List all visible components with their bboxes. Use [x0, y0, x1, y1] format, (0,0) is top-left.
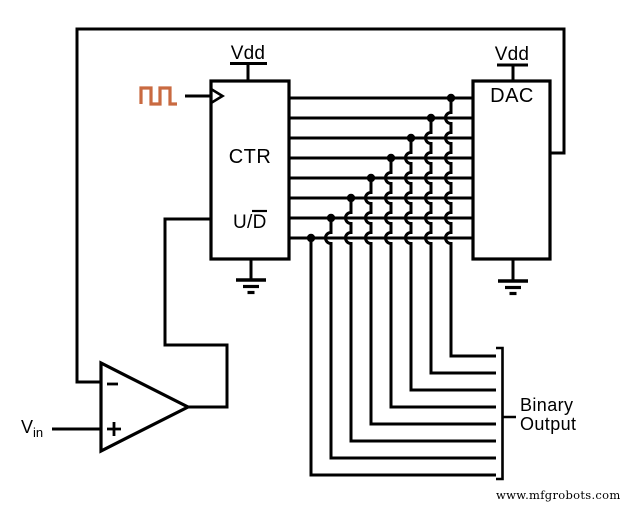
counter-block	[209, 79, 291, 261]
watermark-text: www.mfgrobots.com	[496, 488, 621, 502]
bus-lines	[289, 96, 473, 240]
tap-drop-5	[364, 178, 496, 426]
bus-tap-drops	[309, 98, 496, 477]
vdd-ctr-label: Vdd	[231, 43, 265, 64]
feedback-loop-wire	[75, 27, 566, 384]
binary-output-label: Binary Output	[520, 395, 577, 434]
ground-symbol-dac	[498, 259, 528, 296]
comparator-triangle	[99, 360, 192, 454]
junction-dot	[326, 213, 336, 223]
junction-dot	[406, 133, 416, 143]
counter-label: CTR	[229, 146, 272, 168]
vdd-bar-icon	[497, 63, 528, 81]
tap-drop-1	[444, 98, 496, 358]
junction-dot	[366, 173, 376, 183]
clock-waveform-icon	[139, 86, 177, 106]
junction-dot	[386, 153, 396, 163]
tap-drop-6	[344, 198, 496, 443]
tap-drop-2	[424, 118, 496, 375]
junction-dot	[306, 233, 316, 243]
tap-drop-7	[324, 218, 496, 460]
tap-drop-8	[309, 238, 496, 477]
comparator-output-wire	[163, 217, 229, 409]
ground-symbol-ctr	[236, 259, 266, 295]
dac-block	[471, 79, 552, 261]
tap-drop-4	[384, 158, 496, 409]
vdd-bar-icon	[230, 62, 267, 81]
vdd-rail-ctr: Vdd	[230, 43, 267, 81]
junction-dot	[346, 193, 356, 203]
junction-dot	[426, 113, 436, 123]
vdd-dac-label: Vdd	[495, 44, 529, 65]
up-down-pin-label: U/D	[233, 212, 267, 233]
vin-label: Vin	[21, 417, 44, 440]
dac-label: DAC	[490, 85, 534, 107]
vdd-rail-dac: Vdd	[495, 44, 529, 81]
tap-drop-3	[404, 138, 496, 392]
junction-dot	[446, 93, 456, 103]
noninverting-input-plus-icon	[107, 422, 121, 436]
output-bracket	[496, 346, 516, 481]
junction-dots	[306, 93, 456, 243]
clock-edge-marker-icon	[210, 87, 226, 105]
